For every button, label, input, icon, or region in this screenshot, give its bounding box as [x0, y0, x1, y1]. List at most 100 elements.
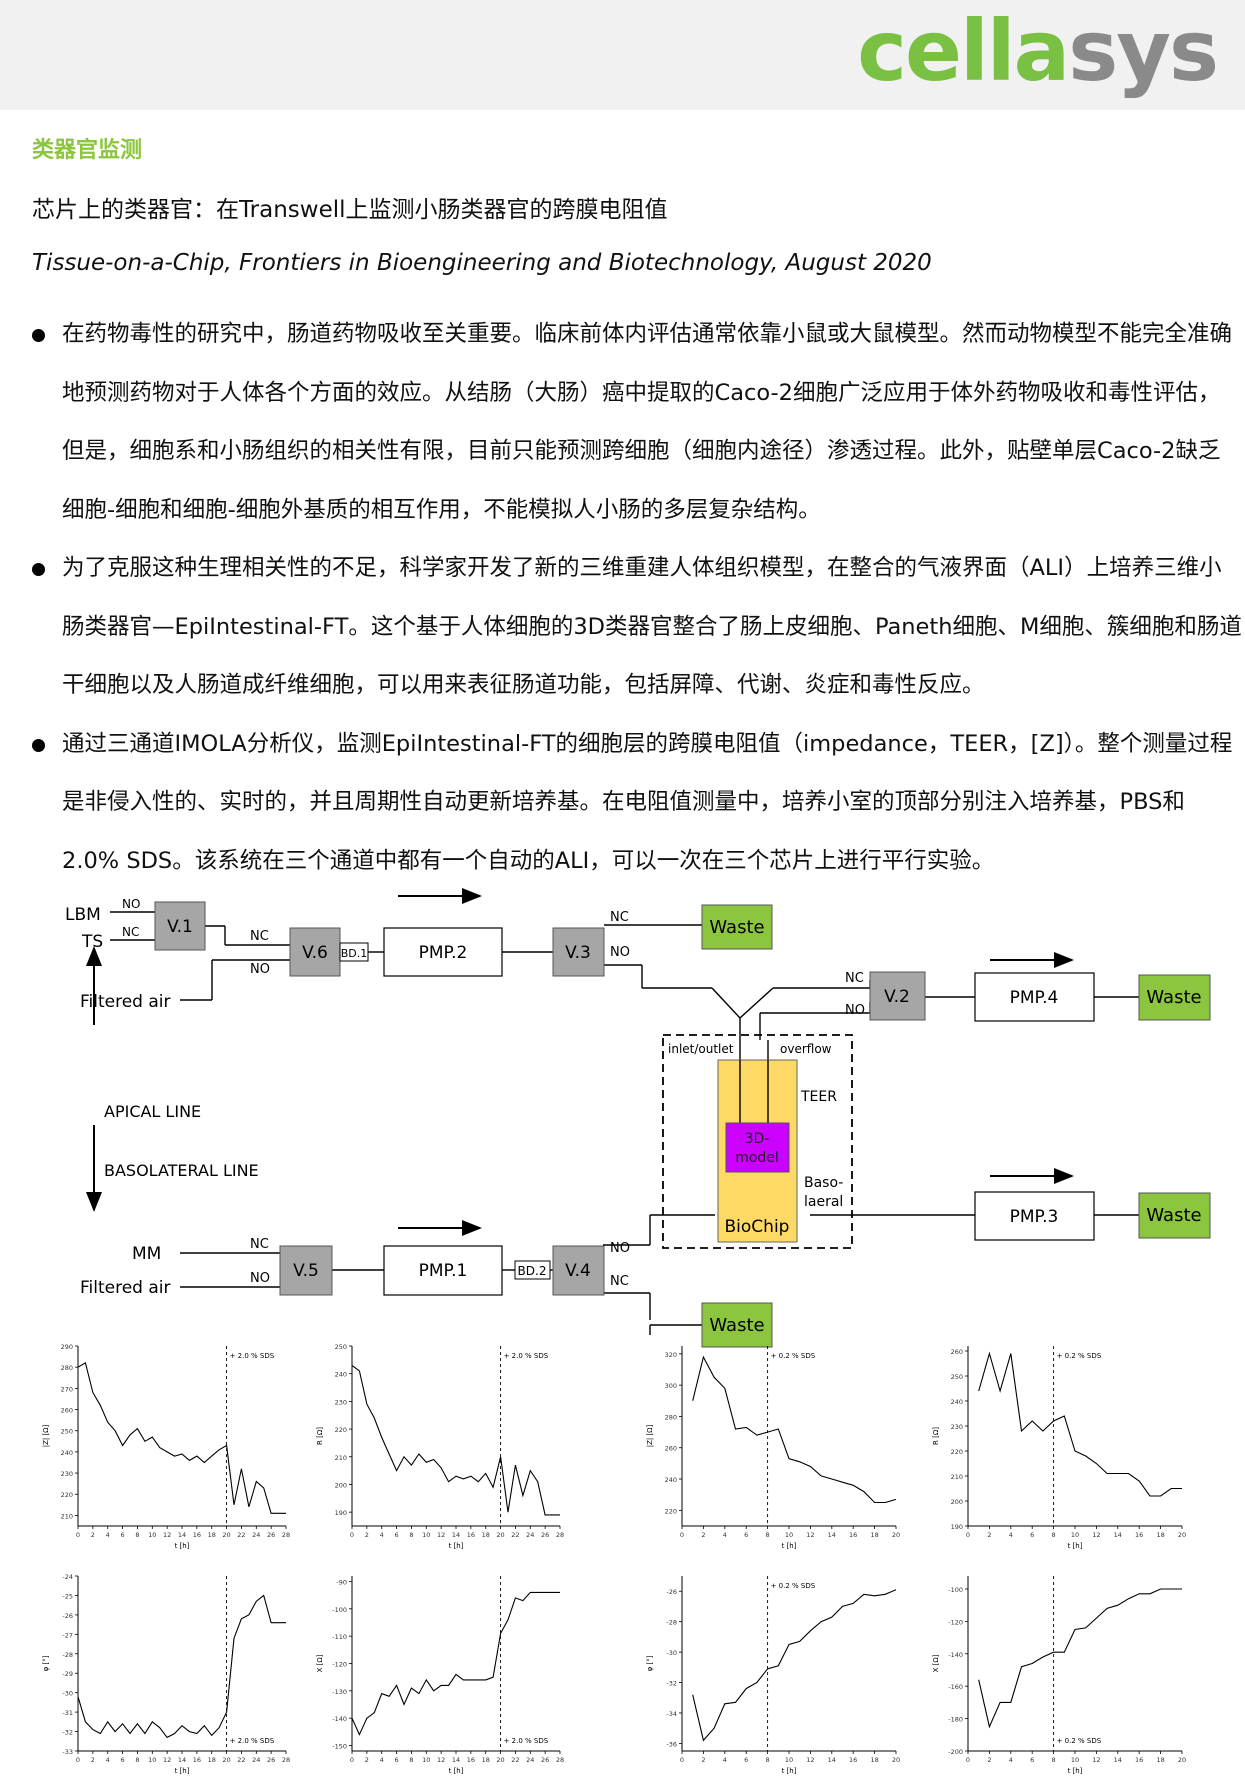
bullet-list: 在药物毒性的研究中，肠道药物吸收至关重要。临床前体内评估通常依靠小鼠或大鼠模型。… [32, 305, 1242, 890]
x-tick-label: 14 [828, 1756, 836, 1764]
model-label-line2: model [735, 1150, 779, 1166]
x-tick-label: 14 [452, 1531, 460, 1539]
bullet-dot-icon [32, 329, 45, 342]
x-tick-label: 20 [222, 1531, 230, 1539]
sds-annotation: + 2.0 % SDS [230, 1737, 275, 1745]
port-label-no: NO [610, 945, 630, 960]
x-tick-label: 2 [365, 1756, 369, 1764]
citation: Tissue-on-a-Chip, Frontiers in Bioengine… [32, 250, 932, 276]
sds-annotation: + 0.2 % SDS [771, 1582, 816, 1590]
y-tick-label: -24 [62, 1573, 73, 1581]
y-axis-label: φ [°] [42, 1655, 50, 1671]
x-tick-label: 14 [178, 1756, 186, 1764]
x-tick-label: 0 [350, 1756, 354, 1764]
y-tick-label: 230 [951, 1423, 963, 1431]
waste-top: Waste [701, 904, 773, 950]
sds-annotation: + 2.0 % SDS [504, 1737, 549, 1745]
valve-v4: V.4 [552, 1245, 605, 1296]
x-axis-label: t [h] [782, 1767, 797, 1775]
pump-pmp2: PMP.2 [383, 927, 503, 977]
pump-label: PMP.2 [419, 943, 468, 963]
y-tick-label: -28 [666, 1619, 677, 1627]
y-tick-label: 220 [951, 1448, 963, 1456]
basolateral-line-label: BASOLATERAL LINE [104, 1161, 259, 1180]
bullet-text: 为了克服这种生理相关性的不足，科学家开发了新的三维重建人体组织模型，在整合的气液… [62, 555, 1242, 698]
y-tick-label: -26 [666, 1588, 677, 1596]
y-tick-label: 280 [61, 1364, 73, 1372]
y-tick-label: 270 [61, 1385, 73, 1393]
x-tick-label: 18 [482, 1756, 490, 1764]
x-tick-label: 12 [806, 1756, 814, 1764]
bullet-text: 在药物毒性的研究中，肠道药物吸收至关重要。临床前体内评估通常依靠小鼠或大鼠模型。… [62, 321, 1233, 523]
x-tick-label: 10 [785, 1756, 793, 1764]
x-tick-label: 26 [541, 1756, 549, 1764]
y-tick-label: 240 [951, 1398, 963, 1406]
y-tick-label: 220 [61, 1491, 73, 1499]
y-tick-label: 260 [665, 1445, 677, 1453]
x-tick-label: 20 [1178, 1531, 1186, 1539]
x-tick-label: 2 [701, 1531, 705, 1539]
section-title: 类器官监测 [32, 138, 143, 163]
x-tick-label: 16 [849, 1531, 857, 1539]
y-tick-label: 260 [951, 1348, 963, 1356]
port-label-nc: NC [610, 1274, 629, 1289]
x-tick-label: 28 [556, 1531, 564, 1539]
x-tick-label: 6 [121, 1531, 125, 1539]
x-tick-label: 6 [744, 1531, 748, 1539]
y-tick-label: 190 [951, 1523, 963, 1531]
x-tick-label: 18 [1156, 1531, 1164, 1539]
y-tick-label: 220 [335, 1426, 347, 1434]
x-tick-label: 18 [208, 1531, 216, 1539]
bubble-detector-bd1: BD.1 [339, 942, 369, 962]
x-tick-label: 4 [723, 1756, 727, 1764]
y-tick-label: 210 [61, 1512, 73, 1520]
x-tick-label: 20 [496, 1531, 504, 1539]
y-tick-label: -27 [62, 1631, 73, 1639]
bullet-item: 为了克服这种生理相关性的不足，科学家开发了新的三维重建人体组织模型，在整合的气液… [32, 539, 1242, 715]
x-tick-label: 14 [1114, 1756, 1122, 1764]
x-tick-label: 14 [452, 1756, 460, 1764]
y-tick-label: -110 [332, 1633, 347, 1641]
y-tick-label: 240 [665, 1476, 677, 1484]
teer-label: TEER [800, 1089, 837, 1105]
port-label-no: NO [845, 1003, 865, 1018]
waste-label: Waste [709, 917, 764, 938]
x-tick-label: 0 [76, 1756, 80, 1764]
x-axis-label: t [h] [449, 1542, 464, 1550]
y-tick-label: -34 [666, 1710, 677, 1718]
inlet-outlet-label: inlet/outlet [668, 1042, 734, 1056]
3d-model: 3D- model [725, 1122, 790, 1173]
x-tick-label: 10 [1071, 1756, 1079, 1764]
y-tick-label: -26 [62, 1612, 73, 1620]
series-line [351, 1364, 560, 1516]
series-line [77, 1594, 286, 1739]
x-tick-label: 18 [870, 1531, 878, 1539]
x-tick-label: 16 [849, 1756, 857, 1764]
port-label-no: NO [122, 897, 140, 911]
x-tick-label: 4 [380, 1756, 384, 1764]
x-tick-label: 6 [744, 1756, 748, 1764]
x-tick-label: 8 [1052, 1756, 1056, 1764]
x-axis-label: t [h] [175, 1767, 190, 1775]
y-axis-label: X [Ω] [932, 1654, 940, 1672]
valve-v5: V.5 [279, 1245, 333, 1296]
y-tick-label: -30 [62, 1690, 73, 1698]
y-axis-label: |Z| [Ω] [42, 1424, 50, 1447]
y-tick-label: 190 [335, 1509, 347, 1517]
x-tick-label: 8 [766, 1756, 770, 1764]
port-label-nc: NC [845, 971, 864, 986]
x-tick-label: 12 [1092, 1531, 1100, 1539]
y-tick-label: 240 [335, 1371, 347, 1379]
y-tick-label: -32 [62, 1729, 73, 1737]
x-tick-label: 8 [1052, 1531, 1056, 1539]
y-tick-label: 200 [951, 1498, 963, 1506]
valve-v1: V.1 [154, 901, 206, 951]
input-label-filtered-air-top: Filtered air [80, 992, 171, 1012]
x-tick-label: 26 [541, 1531, 549, 1539]
port-label-no: NO [250, 962, 270, 977]
